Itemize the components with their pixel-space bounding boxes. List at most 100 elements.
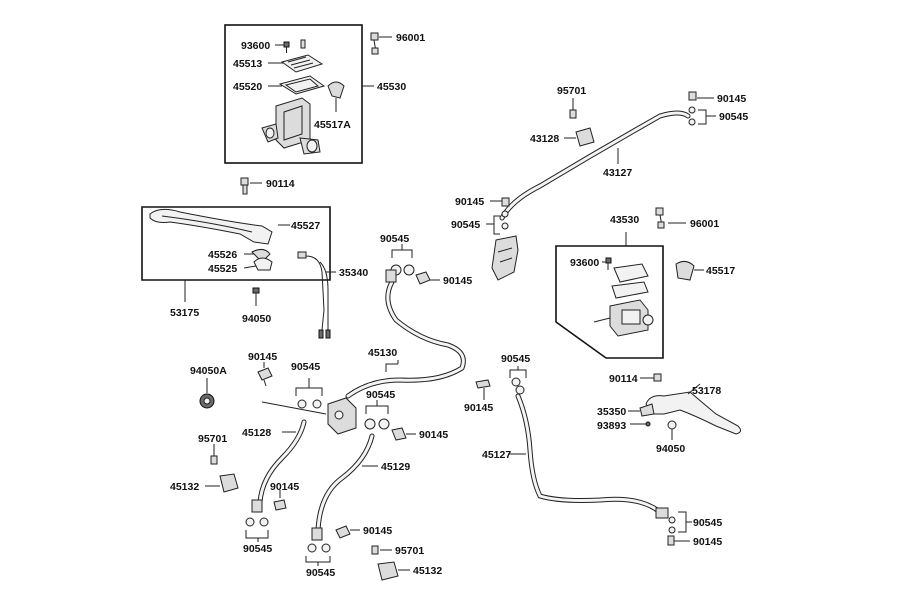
bolt-90145-left: 90145 (248, 351, 277, 387)
label-35350: 35350 (597, 406, 626, 418)
label-93600-rear: 93600 (570, 257, 599, 269)
switch-45517A (327, 81, 345, 99)
part-45526 (251, 248, 271, 263)
small-bolt (300, 39, 306, 49)
label-90145-d: 90145 (419, 429, 448, 441)
diaphragm-45520 (278, 75, 326, 95)
label-90145-top-right: 90145 (717, 93, 746, 105)
clamp-group-left: 95701 45132 (170, 433, 239, 493)
label-94050A: 94050A (190, 365, 227, 377)
label-90145-e: 90145 (363, 525, 392, 537)
label-90545-d: 90545 (366, 389, 395, 401)
hose-45127: 90545 45127 90545 90145 (482, 353, 722, 548)
label-90545-c: 90545 (243, 543, 272, 555)
label-90145-c: 90145 (270, 481, 299, 493)
label-45132-left: 45132 (170, 481, 199, 493)
part-45525 (253, 257, 273, 271)
label-90545-rear-bottom: 90545 (693, 517, 722, 529)
label-96001-top: 96001 (396, 32, 425, 44)
hose-45128: 45128 90545 (242, 419, 307, 555)
label-93893: 93893 (597, 420, 626, 432)
banjo-fitting (385, 269, 397, 283)
label-90145-b: 90145 (248, 351, 277, 363)
label-90145-caliper: 90145 (455, 196, 484, 208)
label-96001-right: 96001 (690, 218, 719, 230)
master-cylinder-body (261, 97, 321, 155)
lever-53175 (149, 208, 273, 245)
label-90545-b: 90545 (291, 361, 320, 373)
bolt-90145-center: 90145 (464, 379, 493, 414)
label-43127: 43127 (603, 167, 632, 179)
label-45513: 45513 (233, 58, 262, 70)
label-90545-rear-top: 90545 (501, 353, 530, 365)
label-45129: 45129 (381, 461, 410, 473)
label-35340: 35340 (339, 267, 368, 279)
part-35350 (639, 403, 655, 417)
bolt-96001 (370, 32, 379, 55)
front-master-cylinder-group: 93600 45513 45520 45517A 45530 96001 (224, 24, 425, 164)
washer (403, 264, 415, 276)
label-90114-left: 90114 (266, 178, 295, 190)
nut-94050A: 94050A (190, 365, 227, 409)
label-45130: 45130 (368, 347, 397, 359)
screw-93600 (283, 41, 290, 53)
label-45520: 45520 (233, 81, 262, 93)
label-90145-a: 90145 (443, 275, 472, 287)
label-45127: 45127 (482, 449, 511, 461)
label-95701-bottom: 95701 (395, 545, 424, 557)
hose-45129: 90545 90145 45129 90545 (305, 389, 448, 579)
clamp-43128: 43128 (530, 127, 595, 147)
caliper-fitting-group: 90145 90545 (451, 196, 519, 281)
bolt-90114-left: 90114 (240, 177, 295, 195)
reservoir-cap-45513 (280, 54, 324, 73)
bolt-96001-right: 96001 (655, 207, 719, 230)
screw-93600-rear (605, 257, 612, 270)
label-45525: 45525 (208, 263, 237, 275)
banjo-bolt (415, 271, 431, 285)
rear-lever-group: 90114 53178 35350 93893 94050 (597, 373, 742, 455)
label-45517A: 45517A (314, 119, 351, 131)
screw-94050-left: 94050 (242, 287, 271, 325)
label-90545-a: 90545 (380, 233, 409, 245)
bolt-90145-bottom: 90145 (335, 525, 392, 539)
bolt-90145-bottom-left: 90145 (270, 481, 299, 511)
rear-cable-43127: 43127 (499, 110, 691, 221)
switch-wire-35340: 35340 (297, 251, 368, 339)
front-lever-group: 45527 45526 45525 53175 (141, 206, 331, 319)
label-90545-e: 90545 (306, 567, 335, 579)
rear-master-box (555, 245, 664, 359)
screw-95701-bottom: 95701 (371, 545, 424, 557)
label-43530: 43530 (610, 214, 639, 226)
label-95701-left: 95701 (198, 433, 227, 445)
label-93600: 93600 (241, 40, 270, 52)
label-94050-right: 94050 (656, 443, 685, 455)
hose-45130: 90545 90145 45130 (345, 233, 472, 399)
label-45526: 45526 (208, 249, 237, 261)
label-90145-rear-bottom: 90145 (693, 536, 722, 548)
bolt-90114-right (653, 373, 662, 382)
clamp-45132-bottom: 45132 (377, 561, 442, 581)
rear-master-cylinder-group: 43530 93600 (555, 214, 664, 359)
label-45132-bottom: 45132 (413, 565, 442, 577)
label-95701-top: 95701 (557, 85, 586, 97)
label-90545-top-right: 90545 (719, 111, 748, 123)
label-90114-right: 90114 (609, 373, 638, 385)
label-53178: 53178 (692, 385, 721, 397)
label-53175: 53175 (170, 307, 199, 319)
bolt-90145-top-right: 90145 90545 (688, 91, 748, 126)
lever-box (141, 206, 331, 281)
master-cylinder-box (224, 24, 363, 164)
label-90145-center: 90145 (464, 402, 493, 414)
label-43128: 43128 (530, 133, 559, 145)
screw-95701-top: 95701 (557, 85, 586, 119)
label-45530: 45530 (377, 81, 406, 93)
label-90545-caliper: 90545 (451, 219, 480, 231)
brake-splitter: 90545 (261, 361, 357, 435)
lever-53178 (645, 391, 742, 435)
label-45128: 45128 (242, 427, 271, 439)
diaphragm-rear (611, 281, 649, 299)
label-45527: 45527 (291, 220, 320, 232)
label-45517: 45517 (706, 265, 735, 277)
reservoir-cap-rear (613, 263, 649, 283)
